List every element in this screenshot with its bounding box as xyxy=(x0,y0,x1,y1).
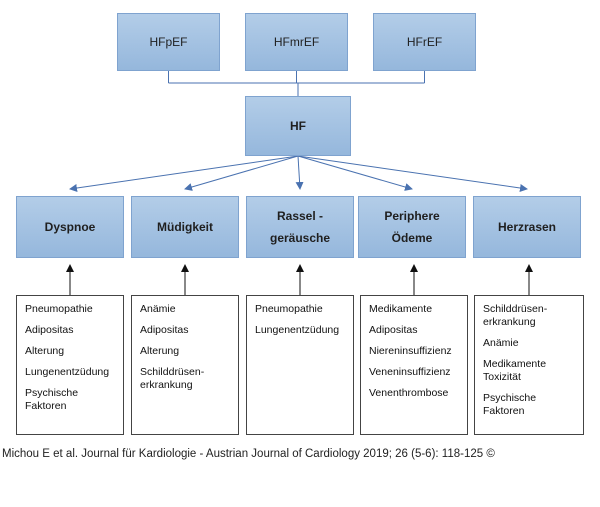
symptom-node-dyspnoe: Dyspnoe xyxy=(16,196,124,258)
symptom-node-label: Müdigkeit xyxy=(157,220,213,234)
center-node-hf: HF xyxy=(245,96,351,156)
cause-item: Lungenentzüdung xyxy=(255,324,340,336)
subtype-node-hfmref: HFmrEF xyxy=(245,13,348,71)
cause-item: Psychische Faktoren xyxy=(483,392,537,417)
subtype-node-hfpef: HFpEF xyxy=(117,13,220,71)
symptom-node-rasselgeraeusche: Rassel - geräusche xyxy=(246,196,354,258)
hf-to-dyspnoe-arrow xyxy=(69,155,299,192)
subtype-node-label: HFpEF xyxy=(149,35,188,49)
symptom-node-label: Rassel - geräusche xyxy=(269,209,331,245)
hf-to-rasselgeraeusche-arrow xyxy=(295,155,304,190)
symptom-node-label: Periphere Ödeme xyxy=(384,209,440,245)
citation-caption: Michou E et al. Journal für Kardiologie … xyxy=(2,448,495,460)
cause-item: Pneumopathie xyxy=(25,303,93,315)
cause-item: Anämie xyxy=(140,303,176,315)
cause-item: Veneninsuffizienz xyxy=(369,366,451,378)
center-node-label: HF xyxy=(290,119,306,133)
cause-item: Lungenentzüdung xyxy=(25,366,110,378)
cause-item: Medikamente Toxizität xyxy=(483,358,547,383)
symptom-node-label: Dyspnoe xyxy=(44,220,96,234)
symptom-node-herzrasen: Herzrasen xyxy=(473,196,581,258)
cause-item: Alterung xyxy=(25,345,65,357)
symptom-node-periphere-oedeme: Periphere Ödeme xyxy=(358,196,466,258)
cause-item: Alterung xyxy=(140,345,180,357)
cause-item: Schilddrüsen- erkrankung xyxy=(483,303,548,328)
hf-to-periphere-oedeme-arrow xyxy=(297,155,413,191)
symptom-node-label: Herzrasen xyxy=(497,220,557,234)
cause-item: Anämie xyxy=(483,337,519,349)
cause-item: Niereninsuffizienz xyxy=(369,345,452,357)
cause-item: Adipositas xyxy=(369,324,418,336)
cause-item: Adipositas xyxy=(140,324,189,336)
cause-item: Psychische Faktoren xyxy=(25,387,79,412)
cause-item: Venenthrombose xyxy=(369,387,449,399)
subtype-node-label: HFmrEF xyxy=(273,35,320,49)
symptom-node-muedigkeit: Müdigkeit xyxy=(131,196,239,258)
cause-item: Medikamente xyxy=(369,303,433,315)
subtype-node-label: HFrEF xyxy=(406,35,443,49)
cause-item: Schilddrüsen- erkrankung xyxy=(140,366,205,391)
cause-item: Adipositas xyxy=(25,324,74,336)
hf-to-herzrasen-arrow xyxy=(297,155,528,192)
hf-to-muedigkeit-arrow xyxy=(184,155,299,191)
subtype-node-hfref: HFrEF xyxy=(373,13,476,71)
cause-item: Pneumopathie xyxy=(255,303,323,315)
